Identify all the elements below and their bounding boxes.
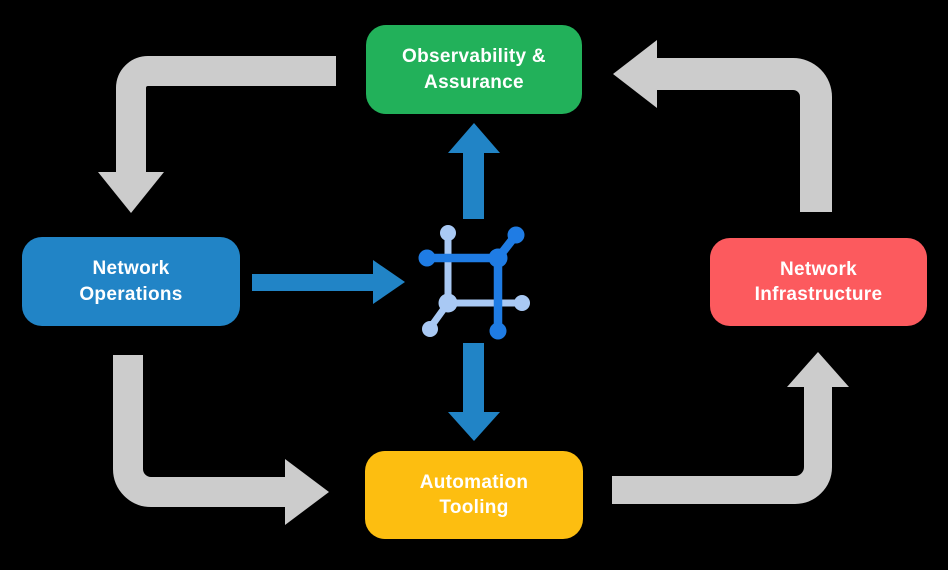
node-label-infrastructure: Network Infrastructure <box>754 258 883 305</box>
icon-node-bottom-left <box>422 321 438 337</box>
icon-node-top <box>440 225 456 241</box>
icon-node-top-right <box>507 226 525 244</box>
arrow-shaft <box>116 56 336 174</box>
network-mesh-icon <box>418 225 530 340</box>
node-label-observability: Observability & Assurance <box>402 46 546 93</box>
arrow-head <box>787 352 849 387</box>
cycle-arrow-infrastructure-to-observability <box>613 40 832 212</box>
arrow-shaft <box>113 355 286 507</box>
icon-node-left <box>418 249 436 267</box>
arrow-head <box>285 459 329 525</box>
arrow-head <box>613 40 657 108</box>
data-arrow-operations-to-center <box>252 260 405 304</box>
node-label-automation: Automation Tooling <box>419 471 529 518</box>
cycle-arrow-operations-to-automation <box>113 355 329 525</box>
arrow-head <box>98 172 164 213</box>
cycle-arrow-automation-to-infrastructure <box>612 352 849 504</box>
node-label-operations: Network Operations <box>79 258 183 305</box>
node-network-operations: Network Operations <box>22 237 240 326</box>
data-arrow-center-to-observability <box>448 123 500 219</box>
node-network-infrastructure: Network Infrastructure <box>710 238 927 326</box>
data-arrow-center-to-automation <box>448 343 500 441</box>
node-automation-tooling: Automation Tooling <box>365 451 583 539</box>
cycle-arrow-observability-to-operations <box>98 56 336 213</box>
icon-joint-bottom-left <box>438 293 458 313</box>
arrow-shaft <box>612 386 832 504</box>
arrow-shaft <box>656 58 832 212</box>
icon-node-bottom <box>489 322 507 340</box>
node-observability-assurance: Observability & Assurance <box>366 25 582 114</box>
icon-node-right <box>514 295 530 311</box>
icon-joint-top-right <box>488 248 508 268</box>
